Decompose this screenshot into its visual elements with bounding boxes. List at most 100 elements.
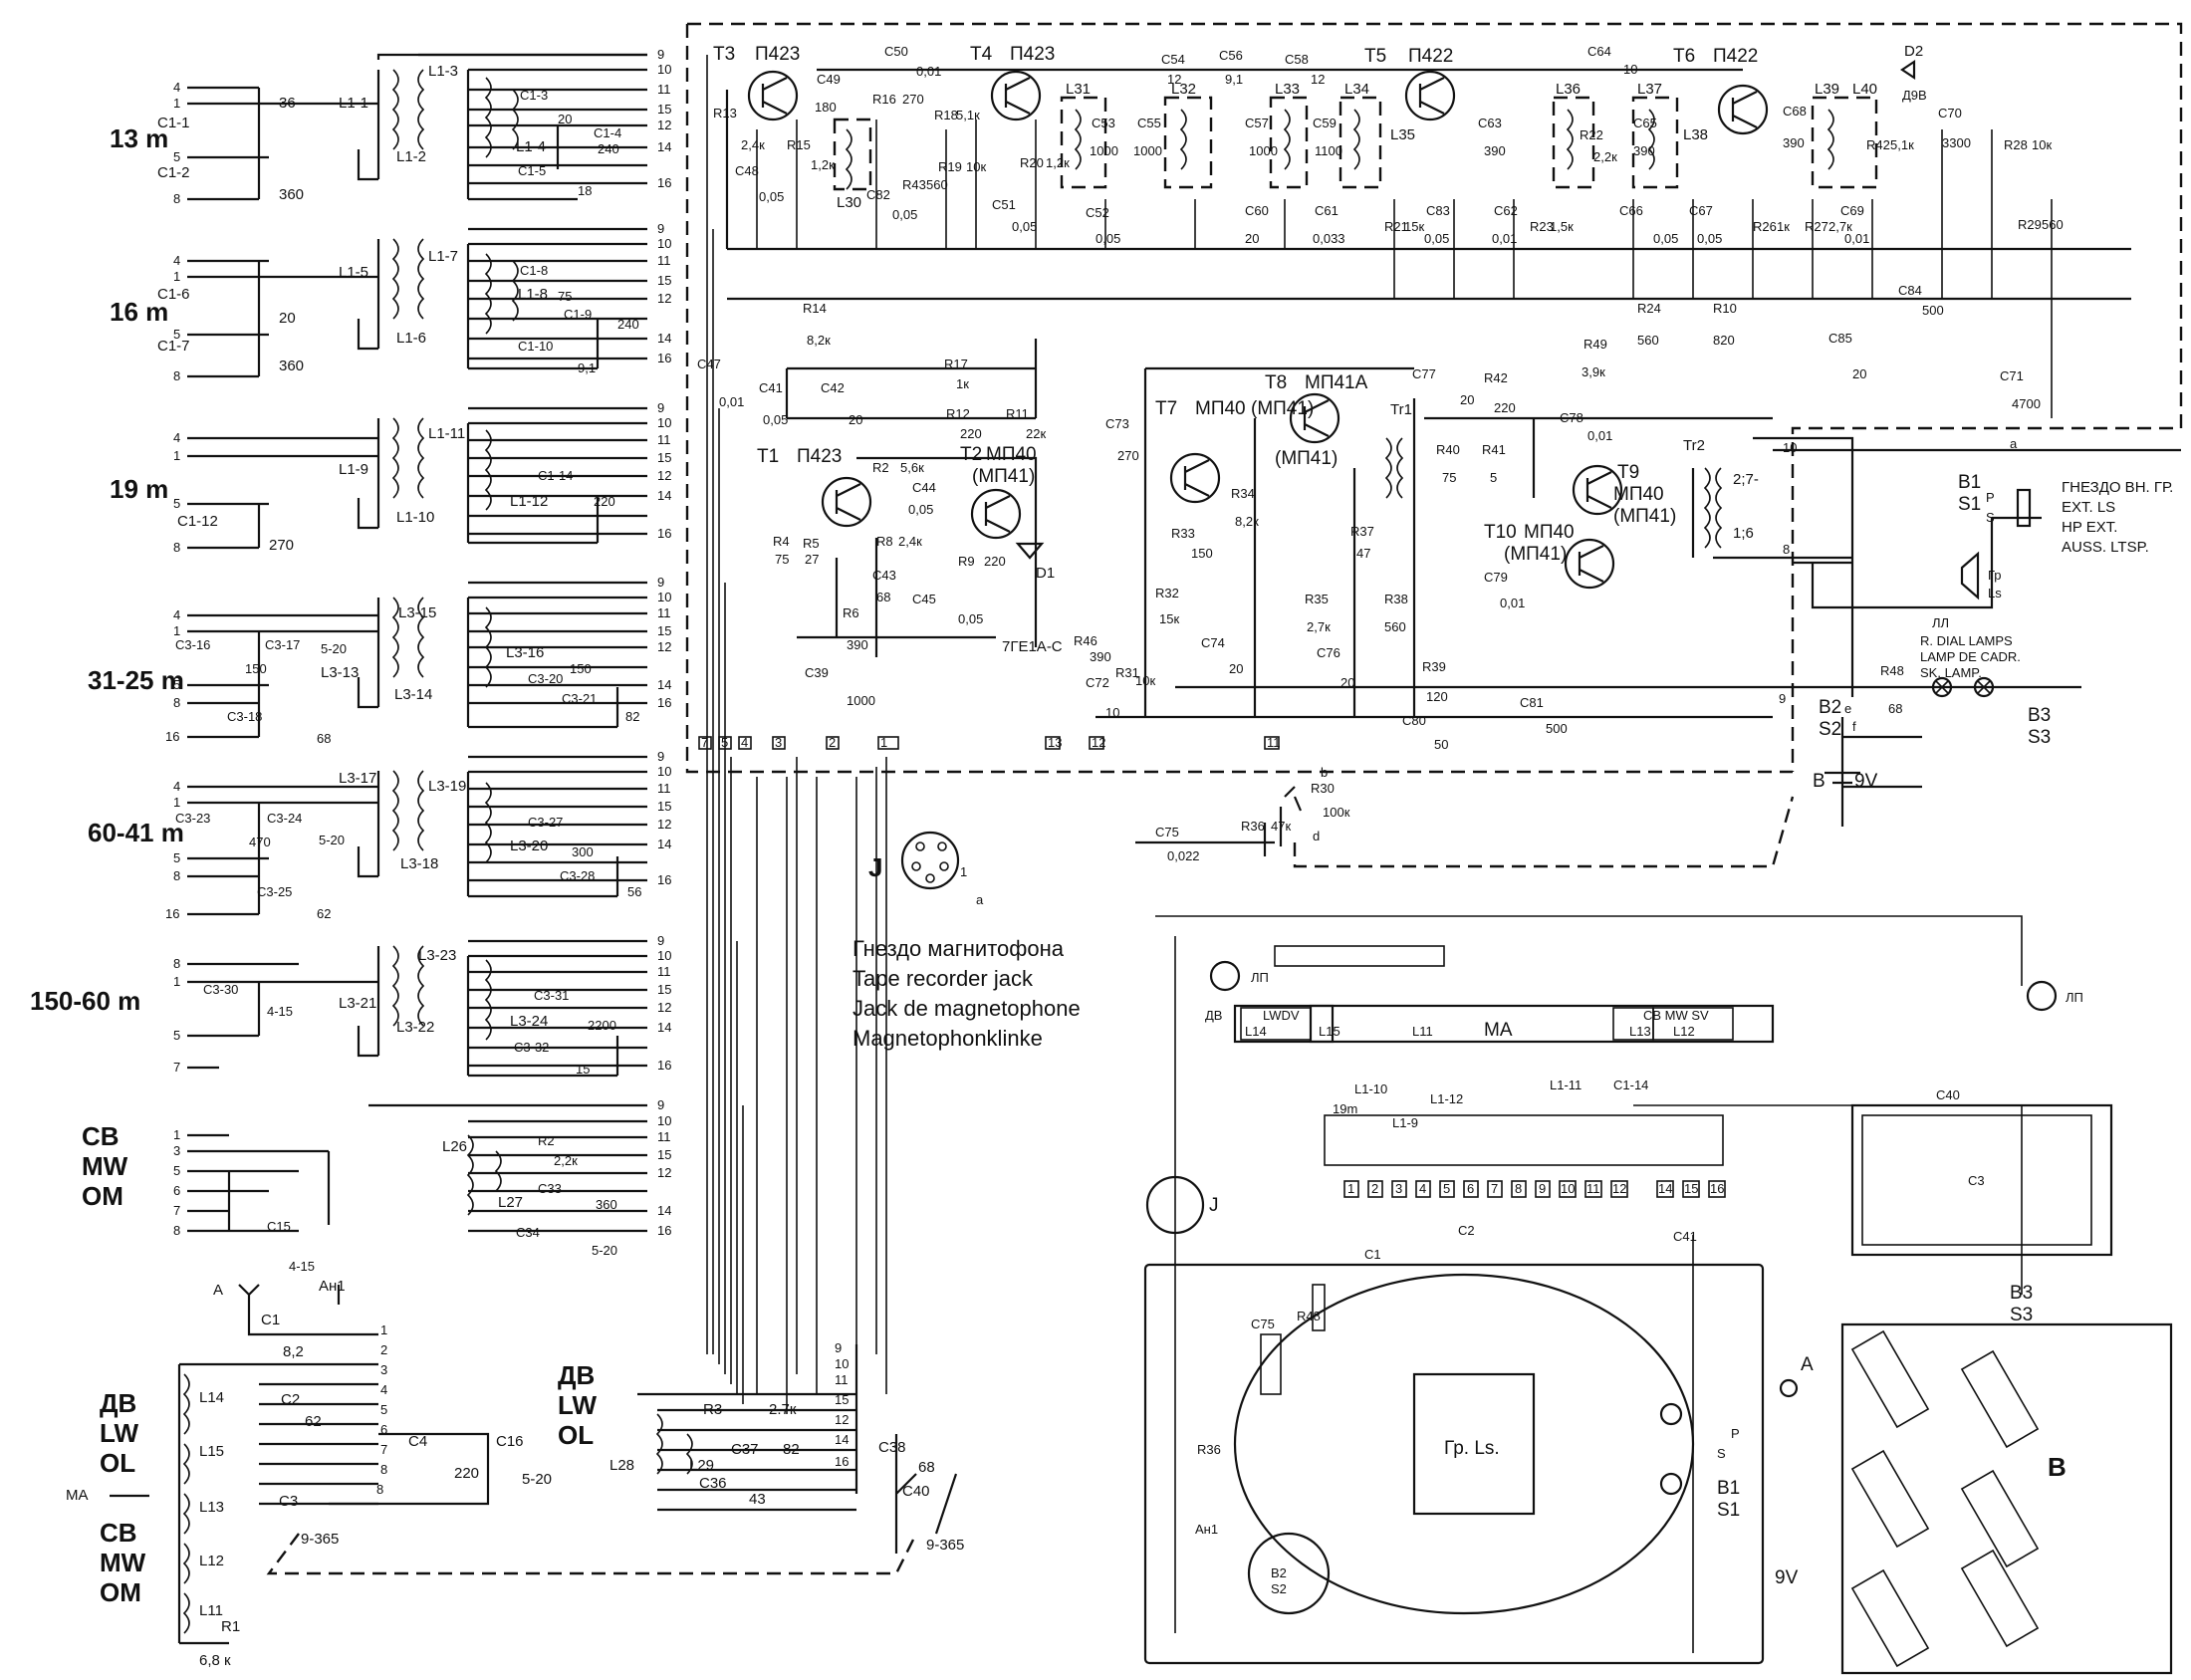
svg-text:C3-24: C3-24 [267,811,302,826]
svg-text:C75: C75 [1155,825,1179,840]
svg-text:15к: 15к [1404,219,1424,234]
svg-text:LW: LW [100,1418,138,1448]
svg-text:C65: C65 [1633,116,1657,130]
svg-text:8: 8 [1783,542,1790,557]
svg-text:12: 12 [1092,735,1105,750]
svg-text:0,01: 0,01 [1500,596,1525,610]
svg-text:T9: T9 [1617,462,1639,483]
svg-text:L1-6: L1-6 [396,330,426,347]
svg-text:120: 120 [1426,689,1448,704]
svg-text:LWDV: LWDV [1263,1008,1300,1023]
svg-text:R2: R2 [872,460,889,475]
svg-text:МП40: МП40 [1524,522,1575,543]
svg-text:C3-27: C3-27 [528,815,563,830]
svg-text:10: 10 [657,764,671,779]
svg-text:3,9к: 3,9к [1582,364,1605,379]
svg-text:OL: OL [558,1420,594,1450]
svg-text:12: 12 [657,291,671,306]
svg-text:10: 10 [1105,705,1119,720]
svg-text:C4: C4 [408,1433,427,1450]
svg-text:C1-12: C1-12 [177,513,218,530]
svg-text:L3-17: L3-17 [339,770,376,787]
svg-text:ЛП: ЛП [2066,990,2083,1005]
svg-text:5: 5 [1490,470,1497,485]
svg-text:CB: CB [100,1518,137,1548]
svg-text:220: 220 [454,1465,479,1482]
svg-text:C85: C85 [1828,331,1852,346]
svg-text:0,05: 0,05 [759,189,784,204]
svg-text:C40: C40 [902,1483,930,1500]
svg-text:2,7к: 2,7к [1307,619,1331,634]
svg-text:9,1: 9,1 [578,360,596,375]
svg-text:J: J [868,852,882,882]
svg-text:R31: R31 [1115,665,1139,680]
svg-text:9: 9 [657,400,664,415]
svg-text:D1: D1 [1036,565,1055,582]
svg-text:(МП41): (МП41) [972,466,1035,487]
svg-text:0,05: 0,05 [1653,231,1678,246]
svg-text:C1-8: C1-8 [520,263,548,278]
svg-text:1;6: 1;6 [1733,525,1754,542]
svg-text:R48: R48 [1297,1309,1321,1323]
svg-text:16: 16 [657,695,671,710]
svg-text:R34: R34 [1231,486,1255,501]
svg-text:43: 43 [749,1491,766,1508]
svg-text:1,2к: 1,2к [1046,155,1070,170]
svg-text:20: 20 [558,112,572,126]
svg-text:1: 1 [173,448,180,463]
band-block-150-60m: 150-60 m L3-23 L3-21 L3-22 L3-24 C3-30 4… [30,939,647,1078]
svg-text:4: 4 [173,430,180,445]
svg-text:14: 14 [657,488,671,503]
svg-text:S1: S1 [1717,1500,1740,1521]
svg-text:0,01: 0,01 [1844,231,1869,246]
svg-text:R38: R38 [1384,592,1408,606]
svg-text:1000: 1000 [1090,143,1118,158]
svg-text:9: 9 [657,221,664,236]
svg-text:5: 5 [173,1028,180,1043]
svg-text:L12: L12 [199,1553,224,1569]
svg-text:C3-18: C3-18 [227,709,262,724]
svg-text:L13: L13 [1629,1024,1651,1039]
svg-text:S2: S2 [1819,719,1841,740]
svg-text:R1: R1 [221,1618,240,1635]
svg-text:Гр. Ls.: Гр. Ls. [1444,1438,1500,1459]
svg-text:220: 220 [984,554,1006,569]
svg-text:R24: R24 [1637,301,1661,316]
svg-text:10к: 10к [2032,137,2052,152]
svg-text:L1-7: L1-7 [428,248,458,265]
svg-text:R36: R36 [1197,1442,1221,1457]
svg-text:C52: C52 [1086,205,1109,220]
svg-text:3: 3 [775,735,782,750]
svg-text:L39: L39 [1815,81,1839,98]
svg-text:560: 560 [1637,333,1659,348]
svg-text:27: 27 [805,552,819,567]
band-block-60-41m: 60-41 m L3-17 L3-18 L3-19 L3-20 C3-23 47… [88,755,647,921]
svg-text:2200: 2200 [588,1018,616,1033]
svg-text:390: 390 [1090,649,1111,664]
svg-text:15: 15 [1684,1181,1698,1196]
svg-text:1000: 1000 [1249,143,1278,158]
svg-text:11: 11 [1267,735,1281,750]
transistor-t6: T6 П422 [1673,46,1769,135]
svg-text:5: 5 [173,327,180,342]
svg-text:220: 220 [960,426,982,441]
svg-text:R. DIAL LAMPS: R. DIAL LAMPS [1920,633,2013,648]
svg-text:16: 16 [657,1058,671,1073]
svg-text:360: 360 [596,1197,617,1212]
svg-text:R18: R18 [934,108,958,122]
svg-text:CB MW SV: CB MW SV [1643,1008,1709,1023]
svg-text:L1-5: L1-5 [339,264,368,281]
svg-text:19m: 19m [1333,1101,1357,1116]
svg-text:56: 56 [627,884,641,899]
svg-text:0,05: 0,05 [1424,231,1449,246]
svg-text:B1: B1 [1958,472,1981,493]
svg-text:11: 11 [657,253,671,268]
svg-text:LW: LW [558,1390,597,1420]
svg-text:75: 75 [558,289,572,304]
svg-text:L12: L12 [1673,1024,1695,1039]
svg-text:16: 16 [657,1223,671,1238]
svg-text:C3-25: C3-25 [257,884,292,899]
band-label: 150-60 m [30,986,140,1016]
svg-text:C1-14: C1-14 [538,468,573,483]
